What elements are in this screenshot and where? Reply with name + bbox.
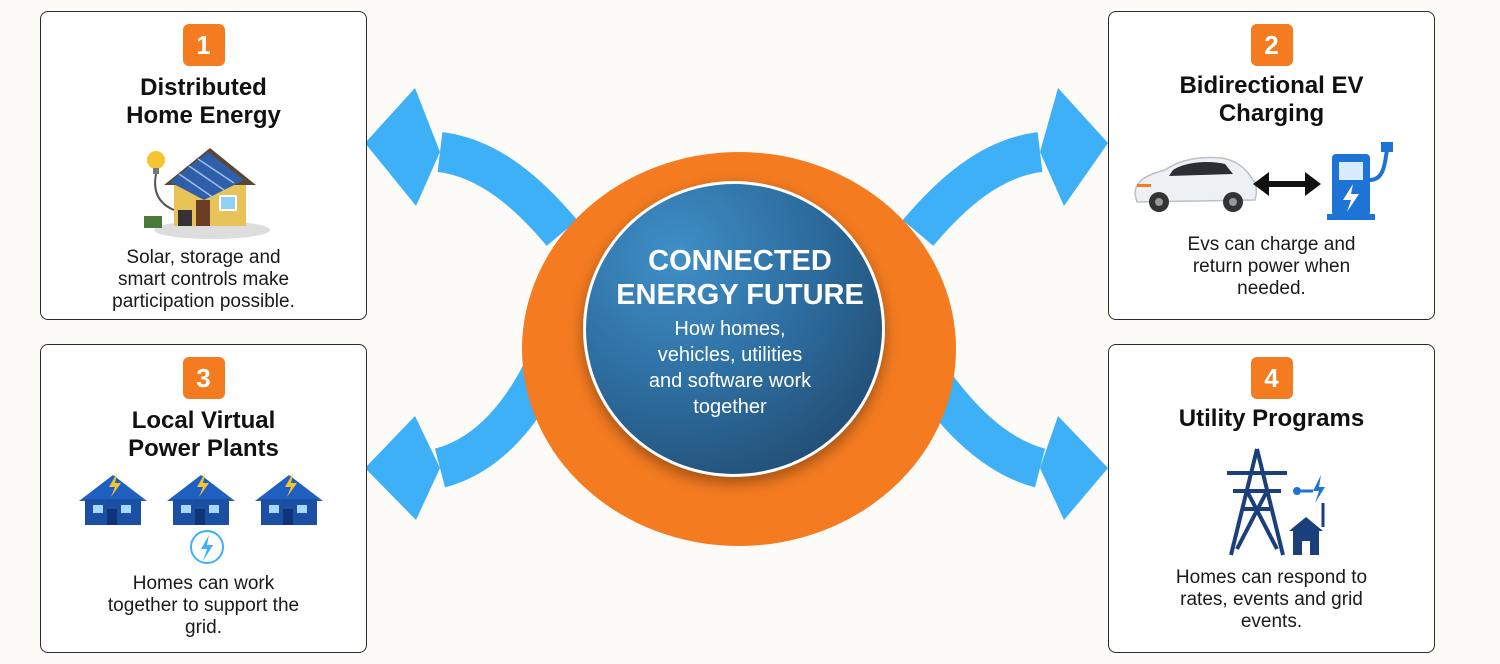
solar-house-icon <box>144 148 270 239</box>
house-icon <box>79 473 147 525</box>
card-desc-line: smart controls make <box>117 269 290 290</box>
house-icon <box>255 473 323 525</box>
center-title-line: ENERGY FUTURE <box>616 279 864 311</box>
card-description: Solar, storage and smart controls make p… <box>55 247 352 313</box>
card-desc-line: Solar, storage and <box>126 247 281 268</box>
ev-charging-icon <box>1134 142 1393 220</box>
arrow-head-card4 <box>1040 416 1108 520</box>
center-core <box>583 181 885 477</box>
card-title-line: Distributed <box>140 74 267 101</box>
card-number-badge: 1 <box>182 24 225 66</box>
card-desc-line: Evs can charge and <box>1187 234 1356 255</box>
card-title: Bidirectional EV Charging <box>1119 72 1424 128</box>
card-number-badge: 4 <box>1250 357 1293 399</box>
house-icon <box>167 473 235 525</box>
card-number-badge: 3 <box>182 357 225 399</box>
card-title: Utility Programs <box>1119 405 1424 433</box>
card-description: Homes can work together to support the g… <box>55 573 352 639</box>
arrow-to-card1 <box>436 132 578 246</box>
card-title-line: Utility Programs <box>1178 405 1365 432</box>
card-desc-line: participation possible. <box>112 291 295 312</box>
card-desc-line: grid. <box>185 617 222 638</box>
center-subtitle-line: How homes, <box>674 318 786 340</box>
card-title: Distributed Home Energy <box>51 74 356 130</box>
card-description: Homes can respond to rates, events and g… <box>1123 567 1420 633</box>
center-subtitle-line: and software work <box>648 370 812 392</box>
card-title-line: Charging <box>1218 100 1325 127</box>
card-desc-line: Homes can respond to <box>1175 567 1368 588</box>
center-title-line: CONNECTED <box>648 245 832 277</box>
card-title: Local Virtual Power Plants <box>51 407 356 463</box>
arrow-head-card1 <box>365 88 440 206</box>
card-desc-line: needed. <box>1237 278 1306 299</box>
power-tower-icon <box>1227 448 1325 556</box>
card-desc-line: rates, events and grid <box>1180 589 1363 610</box>
card-utility-programs: 4 Utility Programs Homes can respond <box>1108 344 1435 653</box>
arrow-head-card3 <box>365 416 440 520</box>
center-subtitle-line: vehicles, utilities <box>657 344 803 366</box>
card-desc-line: Homes can work <box>132 573 275 594</box>
card-bidirectional-ev-charging: 2 Bidirectional EV Charging Evs can char… <box>1108 11 1435 320</box>
card-description: Evs can charge and return power when nee… <box>1123 234 1420 300</box>
plug-bolt-icon <box>190 530 224 564</box>
card-desc-line: events. <box>1240 611 1303 632</box>
card-title-line: Local Virtual <box>131 407 276 434</box>
card-local-virtual-power-plants: 3 Local Virtual Power Plants <box>40 344 367 653</box>
arrow-to-card2 <box>902 132 1044 246</box>
card-desc-line: return power when <box>1192 256 1351 277</box>
card-desc-line: together to support the <box>107 595 300 616</box>
card-title-line: Home Energy <box>126 102 281 129</box>
card-title-line: Power Plants <box>128 435 279 462</box>
center-subtitle-line: together <box>693 396 767 418</box>
card-number-badge: 2 <box>1250 24 1293 66</box>
card-title-line: Bidirectional EV <box>1179 72 1364 99</box>
center-subtitle: How homes, vehicles, utilities and softw… <box>610 316 850 420</box>
center-title: CONNECTED ENERGY FUTURE <box>600 244 880 312</box>
connected-houses-icon <box>79 473 323 564</box>
card-distributed-home-energy: 1 Distributed Home Energy Solar, storage… <box>40 11 367 320</box>
arrow-head-card2 <box>1040 88 1108 206</box>
